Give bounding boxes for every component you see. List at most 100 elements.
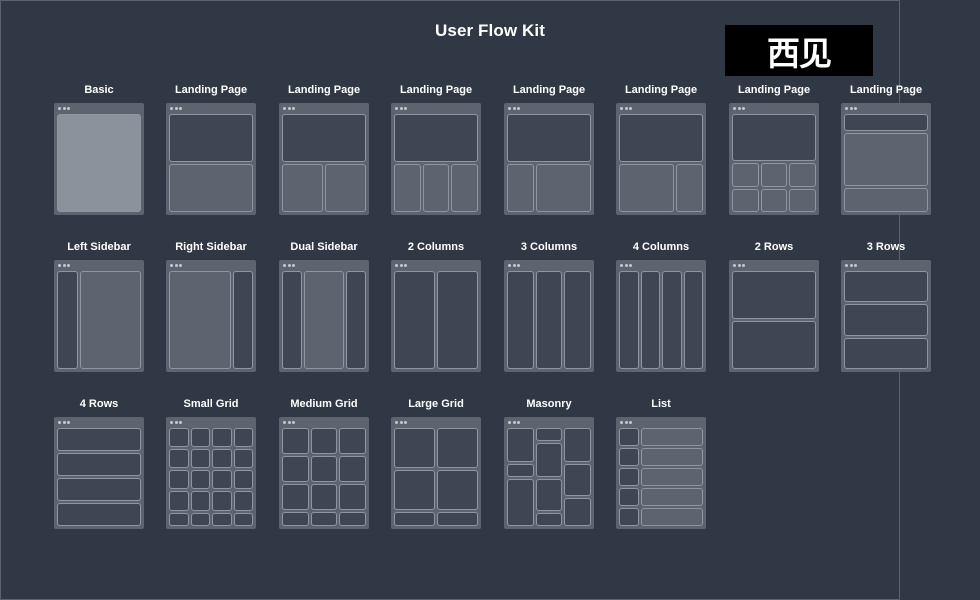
layout-block xyxy=(732,321,816,369)
layout-block xyxy=(57,453,141,476)
layout-wireframe xyxy=(619,428,703,526)
layout-block xyxy=(233,428,253,448)
two-rows-layout-icon[interactable] xyxy=(729,260,819,372)
layout-block xyxy=(760,188,788,212)
window-dots-icon xyxy=(283,264,297,282)
layout-block xyxy=(507,271,534,369)
layout-block xyxy=(169,271,231,369)
right-sidebar-layout-icon[interactable] xyxy=(166,260,256,372)
layout-block xyxy=(507,428,534,462)
layout-block xyxy=(190,449,210,469)
small-grid-layout-icon[interactable] xyxy=(166,417,256,529)
layout-block xyxy=(282,164,323,212)
layout-block xyxy=(564,271,591,369)
layout-block xyxy=(394,271,435,369)
layout-block xyxy=(212,470,232,490)
layout-wireframe xyxy=(57,428,141,526)
layout-wireframe xyxy=(507,428,591,526)
layout-template-label: Left Sidebar xyxy=(67,241,131,253)
two-columns-layout-icon[interactable] xyxy=(391,260,481,372)
masonry-layout-icon[interactable] xyxy=(504,417,594,529)
layout-block xyxy=(169,491,189,511)
window-dots-icon xyxy=(733,107,747,125)
left-sidebar-layout-icon[interactable] xyxy=(54,260,144,372)
layout-template-label: Large Grid xyxy=(408,398,464,410)
layout-template-label: Masonry xyxy=(526,398,572,410)
layout-block xyxy=(282,455,309,482)
layout-block xyxy=(732,114,816,161)
landing-page-layout-icon[interactable] xyxy=(279,103,369,215)
layout-template-label: Landing Page xyxy=(737,84,811,96)
layout-block xyxy=(233,512,253,526)
landing-page-layout-icon[interactable] xyxy=(391,103,481,215)
layout-block xyxy=(844,304,928,336)
layout-block xyxy=(422,164,450,212)
layout-template-label: 4 Rows xyxy=(79,398,119,410)
layout-block xyxy=(339,455,366,482)
layout-wireframe xyxy=(844,114,928,212)
window-dots-icon xyxy=(620,421,634,439)
four-columns-layout-icon[interactable] xyxy=(616,260,706,372)
layout-template-label: Right Sidebar xyxy=(175,241,247,253)
list-layout-icon[interactable] xyxy=(616,417,706,529)
layout-block xyxy=(732,188,759,212)
window-dots-icon xyxy=(170,264,184,282)
layout-template-label: Landing Page xyxy=(512,84,586,96)
layout-block xyxy=(212,491,232,511)
layout-block xyxy=(437,512,478,526)
layout-block xyxy=(169,164,253,212)
landing-page-layout-icon[interactable] xyxy=(166,103,256,215)
window-dots-icon xyxy=(170,421,184,439)
layout-template-label: 2 Columns xyxy=(407,241,465,253)
layout-block xyxy=(233,470,253,490)
layout-template-label: 4 Columns xyxy=(632,241,690,253)
landing-page-layout-icon[interactable] xyxy=(616,103,706,215)
layout-block xyxy=(233,449,253,469)
layout-block xyxy=(844,271,928,303)
layout-block xyxy=(437,271,478,369)
basic-layout-icon[interactable] xyxy=(54,103,144,215)
page-title: User Flow Kit xyxy=(435,21,545,40)
medium-grid-layout-icon[interactable] xyxy=(279,417,369,529)
three-columns-layout-icon[interactable] xyxy=(504,260,594,372)
layout-block xyxy=(190,491,210,511)
layout-wireframe xyxy=(507,271,591,369)
layout-wireframe xyxy=(169,114,253,212)
landing-page-layout-icon[interactable] xyxy=(729,103,819,215)
landing-page-layout-icon[interactable] xyxy=(841,103,931,215)
layout-block xyxy=(282,511,309,526)
layout-template-label: Landing Page xyxy=(287,84,361,96)
layout-block xyxy=(619,508,639,526)
four-rows-layout-icon[interactable] xyxy=(54,417,144,529)
layout-wireframe xyxy=(57,114,141,212)
layout-block xyxy=(282,428,309,454)
layout-block xyxy=(507,164,535,212)
window-dots-icon xyxy=(845,107,859,125)
dual-sidebar-layout-icon[interactable] xyxy=(279,260,369,372)
layout-block xyxy=(844,114,928,132)
large-grid-layout-icon[interactable] xyxy=(391,417,481,529)
window-dots-icon xyxy=(58,264,72,282)
three-rows-layout-icon[interactable] xyxy=(841,260,931,372)
layout-block xyxy=(310,428,338,454)
layout-wireframe xyxy=(282,114,366,212)
layout-block xyxy=(232,271,253,369)
layout-block xyxy=(57,503,141,526)
layout-block xyxy=(57,478,141,501)
layout-block xyxy=(282,483,309,510)
layout-block xyxy=(310,455,338,482)
layout-block xyxy=(451,164,478,212)
layout-block xyxy=(169,449,189,469)
window-dots-icon xyxy=(283,421,297,439)
layout-block xyxy=(346,271,366,369)
layout-block xyxy=(394,114,478,162)
layout-block xyxy=(233,491,253,511)
layout-block xyxy=(190,512,210,526)
window-dots-icon xyxy=(508,421,522,439)
layout-block xyxy=(310,511,338,526)
layout-wireframe xyxy=(619,114,703,212)
layout-block xyxy=(675,164,703,212)
window-dots-icon xyxy=(170,107,184,125)
layout-block xyxy=(640,428,703,446)
landing-page-layout-icon[interactable] xyxy=(504,103,594,215)
